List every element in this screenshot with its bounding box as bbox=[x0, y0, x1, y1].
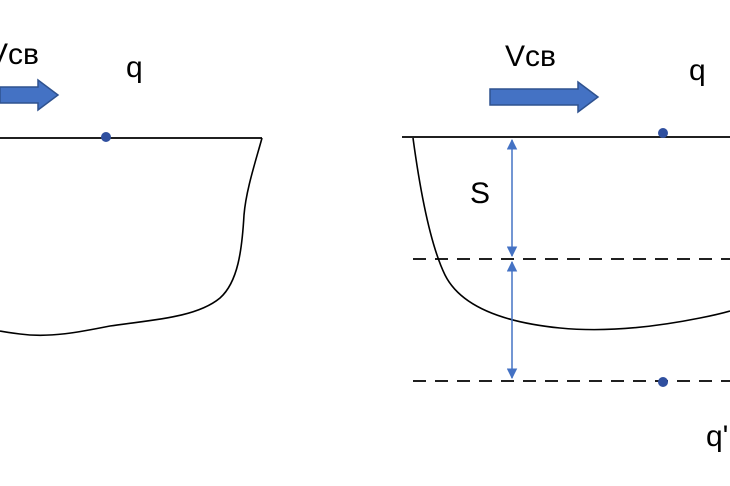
distance-s-label: S bbox=[470, 177, 490, 210]
left-velocity-label: Vсв bbox=[0, 38, 39, 71]
right-heat-source-point bbox=[658, 128, 668, 138]
image-source-point bbox=[658, 377, 668, 387]
left-velocity-arrow bbox=[0, 78, 60, 112]
right-source-label: q bbox=[689, 54, 706, 87]
right-panel: Vсв q S q' bbox=[402, 40, 730, 453]
right-velocity-arrow bbox=[489, 80, 600, 114]
left-heat-source-point bbox=[101, 132, 111, 142]
right-pool-boundary bbox=[412, 137, 730, 331]
right-velocity-label: Vсв bbox=[505, 40, 556, 73]
image-source-label: q' bbox=[706, 420, 728, 453]
left-panel: Vсв q bbox=[0, 38, 263, 337]
left-source-label: q bbox=[126, 51, 143, 84]
left-pool-boundary bbox=[0, 137, 263, 337]
